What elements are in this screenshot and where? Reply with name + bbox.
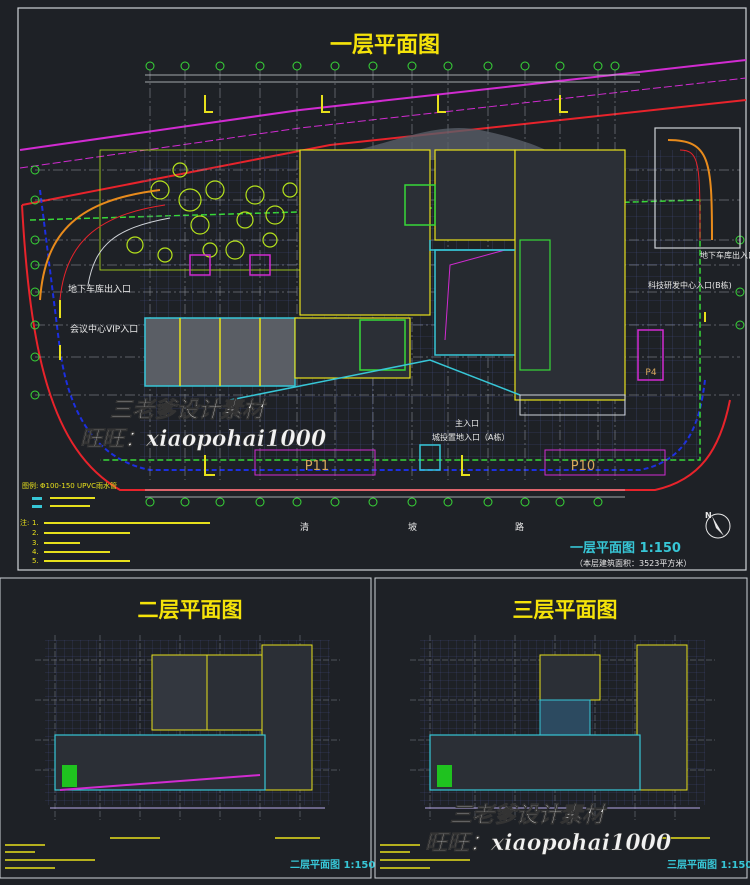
second-floor-scale-title: 二层平面图 1:150 (290, 859, 375, 871)
note-number: 2. (32, 529, 39, 537)
building-footprint (144, 149, 664, 471)
garage-entrance-right-label: 地下车库出入口 (700, 250, 750, 260)
notes-heading: 注: (20, 518, 29, 527)
parking-p4-label: P4 (645, 368, 656, 378)
ground-floor-plan: 一层平面图 (17, 7, 750, 571)
road-label-3: 路 (515, 521, 524, 533)
a-entrance-label: 城投置地入口（A栋） (432, 432, 509, 442)
parking-areas (254, 449, 666, 476)
legend: 图例: Φ100-150 UPVC雨水管 注: 1. 2. 3. 4. 5. (20, 481, 210, 565)
watermark-top: 三老爹设计素材 旺旺：xiaopohai1000 (80, 397, 328, 453)
road-label-1: 清 (300, 521, 309, 533)
property-line (19, 59, 747, 151)
parking-p10-label: P10 (571, 459, 595, 474)
trees (126, 162, 298, 263)
third-floor-scale-title: 三层平面图 1:150 (667, 859, 750, 871)
rd-entrance-label: 科技研发中心入口(B栋) (648, 280, 732, 290)
ground-floor-scale-title: 一层平面图 1:150 (570, 541, 681, 556)
third-floor-plan: 三层平面图 三层平面图 1:150 (374, 577, 750, 879)
site-boundary (21, 99, 747, 491)
note-number: 1. (32, 519, 39, 527)
road-label-2: 坡 (408, 521, 417, 533)
ground-floor-area-note: （本层建筑面积：3523平方米） (575, 558, 691, 568)
vip-entrance-label: 会议中心VIP入口 (70, 323, 138, 335)
north-arrow-icon: N (705, 511, 731, 539)
north-label: N (705, 511, 712, 520)
watermark-line2: 旺旺：xiaopohai1000 (80, 426, 327, 452)
watermark-bottom: 三老爹设计素材 旺旺：xiaopohai1000 (425, 802, 673, 857)
garage-entrance-left-label: 地下车库出入口 (68, 283, 131, 295)
main-entrance-label: 主入口 (455, 418, 479, 428)
legend-item: Φ100-150 UPVC雨水管 (40, 481, 117, 490)
parking-p11-label: P11 (305, 459, 329, 474)
second-floor-title: 二层平面图 (138, 598, 243, 622)
legend-heading: 图例: (22, 481, 38, 490)
second-floor-plan: 二层平面图 二层平面图 1:150 (0, 577, 375, 879)
note-number: 5. (32, 557, 39, 565)
note-number: 3. (32, 539, 39, 547)
note-number: 4. (32, 548, 39, 556)
ground-floor-title: 一层平面图 (330, 33, 440, 58)
watermark-line1: 三老爹设计素材 (110, 397, 268, 423)
third-floor-title: 三层平面图 (513, 598, 618, 622)
axis-markers (30, 61, 745, 507)
watermark-line1: 三老爹设计素材 (450, 802, 608, 828)
watermark-line2: 旺旺：xiaopohai1000 (425, 830, 672, 856)
